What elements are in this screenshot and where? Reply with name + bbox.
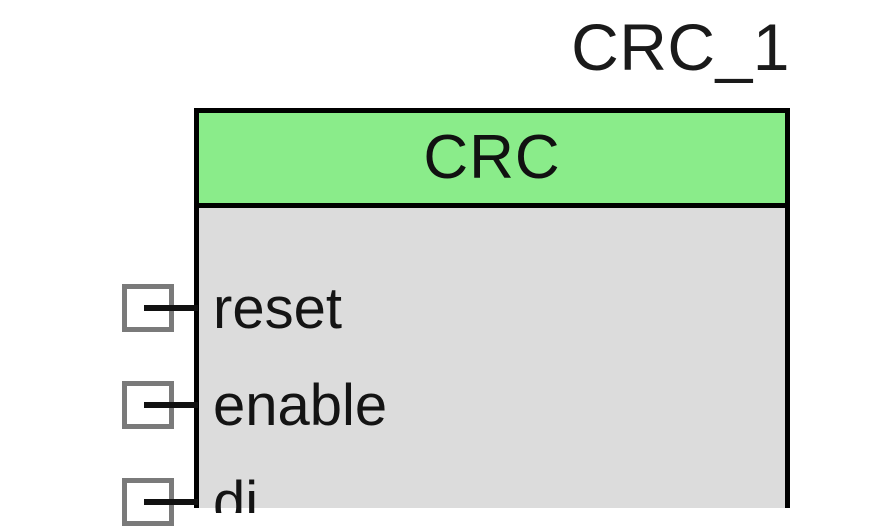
block-instance-title: CRC_1 [571, 10, 790, 84]
port-stub-icon [144, 402, 198, 408]
port-label-reset: reset [213, 276, 342, 341]
input-port-square-icon-reset[interactable] [122, 284, 198, 332]
input-port-square-icon-di[interactable] [122, 478, 198, 526]
block-type-label: CRC [423, 123, 561, 192]
block-body: reset enable di [199, 208, 785, 514]
schematic-canvas: CRC_1 CRC reset enable di [122, 10, 790, 526]
port-stub-icon [144, 499, 198, 505]
crc-block[interactable]: CRC reset enable di [194, 108, 790, 513]
port-stub-icon [144, 305, 198, 311]
input-port-square-icon-enable[interactable] [122, 381, 198, 429]
block-header: CRC [199, 113, 785, 208]
port-label-enable: enable [213, 373, 388, 438]
port-label-di: di [213, 470, 259, 514]
